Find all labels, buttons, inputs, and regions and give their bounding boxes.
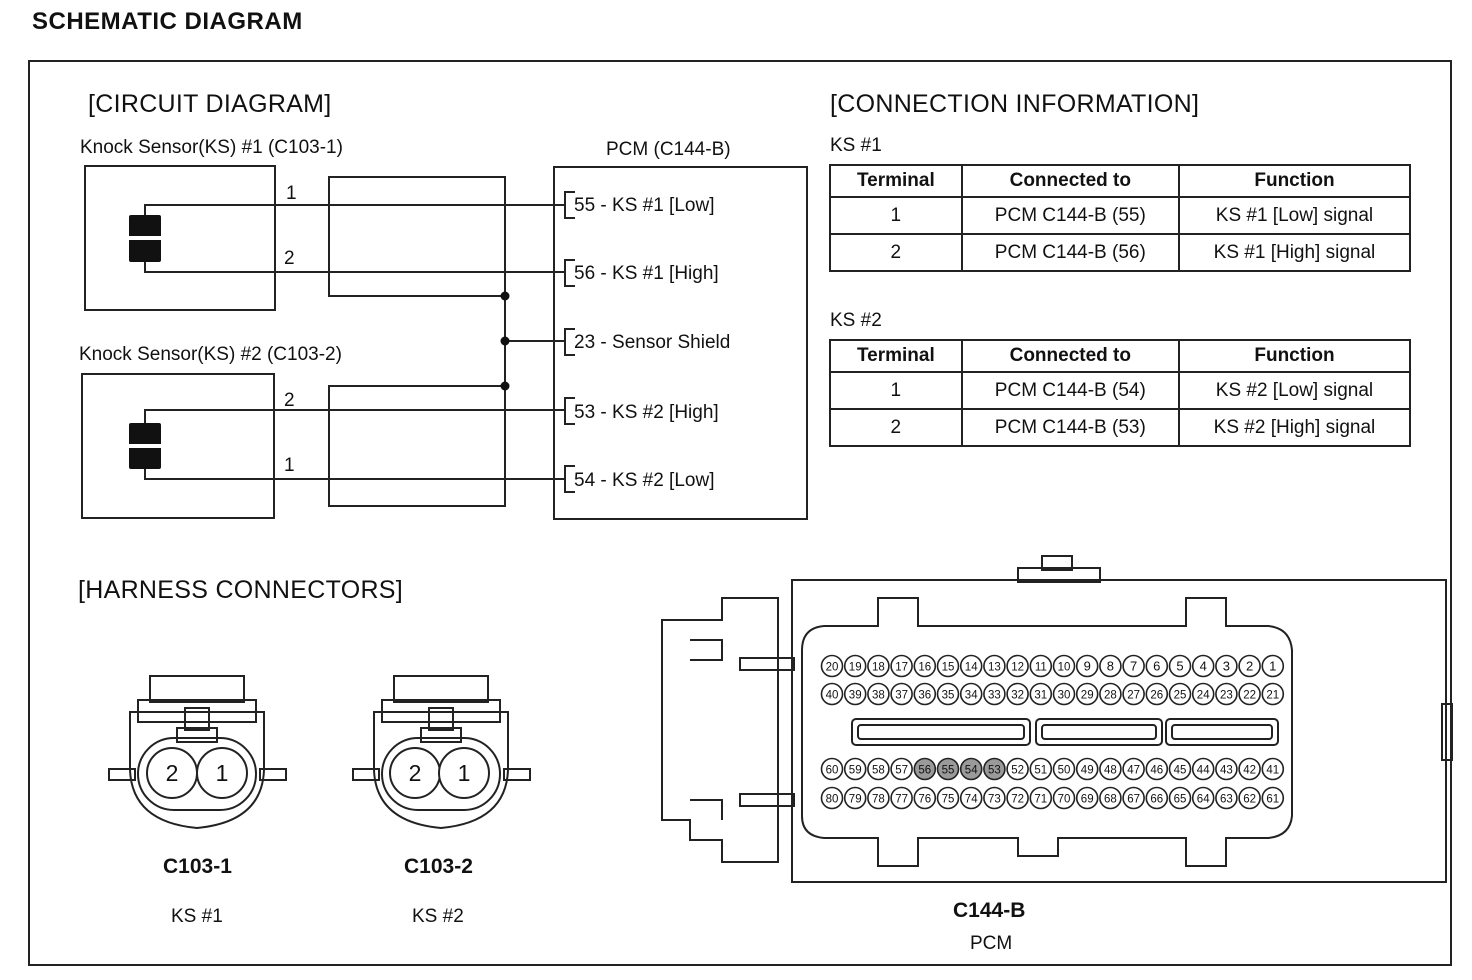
pcm-pin-53-label: 53 - KS #2 [High] bbox=[574, 402, 719, 423]
table-cell: PCM C144-B (55) bbox=[960, 196, 1180, 235]
table-cell: KS #2 [Low] signal bbox=[1177, 371, 1412, 410]
c103-2-desc: KS #2 bbox=[412, 906, 464, 927]
table-header-row: Terminal Connected to Function bbox=[829, 339, 1412, 373]
pcm-pin-23-label: 23 - Sensor Shield bbox=[574, 332, 731, 353]
diagram-frame bbox=[28, 60, 1452, 966]
table-cell: 2 bbox=[829, 408, 963, 447]
table-row: 2 PCM C144-B (56) KS #1 [High] signal bbox=[829, 233, 1412, 272]
c103-1-name: C103-1 bbox=[163, 855, 232, 878]
table-header-cell: Terminal bbox=[829, 339, 963, 373]
ks2-pin-2: 2 bbox=[284, 390, 295, 411]
pcm-pin-56-label: 56 - KS #1 [High] bbox=[574, 263, 719, 284]
table-row: 1 PCM C144-B (54) KS #2 [Low] signal bbox=[829, 371, 1412, 410]
connection-info-heading: [CONNECTION INFORMATION] bbox=[830, 90, 1200, 118]
c144-b-name: C144-B bbox=[953, 899, 1026, 922]
pcm-label: PCM (C144-B) bbox=[606, 139, 731, 160]
page-title: SCHEMATIC DIAGRAM bbox=[32, 8, 303, 35]
c103-2-name: C103-2 bbox=[404, 855, 473, 878]
table-cell: KS #1 [Low] signal bbox=[1177, 196, 1412, 235]
table-cell: PCM C144-B (56) bbox=[960, 233, 1180, 272]
table-header-cell: Terminal bbox=[829, 164, 963, 198]
table-header-cell: Function bbox=[1177, 164, 1412, 198]
table-header-cell: Connected to bbox=[960, 339, 1180, 373]
ks2-connection-table: Terminal Connected to Function 1 PCM C14… bbox=[829, 339, 1412, 447]
table-cell: PCM C144-B (53) bbox=[960, 408, 1180, 447]
harness-connectors-heading: [HARNESS CONNECTORS] bbox=[78, 576, 404, 604]
pcm-pin-54-label: 54 - KS #2 [Low] bbox=[574, 470, 715, 491]
ks2-table-label: KS #2 bbox=[830, 310, 882, 331]
ks1-connection-table: Terminal Connected to Function 1 PCM C14… bbox=[829, 164, 1412, 272]
table-cell: KS #2 [High] signal bbox=[1177, 408, 1412, 447]
ks1-table-label: KS #1 bbox=[830, 135, 882, 156]
table-header-cell: Function bbox=[1177, 339, 1412, 373]
table-cell: KS #1 [High] signal bbox=[1177, 233, 1412, 272]
ks1-pin-2: 2 bbox=[284, 248, 295, 269]
ks1-sensor-label: Knock Sensor(KS) #1 (C103-1) bbox=[80, 137, 343, 158]
table-header-row: Terminal Connected to Function bbox=[829, 164, 1412, 198]
table-header-cell: Connected to bbox=[960, 164, 1180, 198]
table-cell: 2 bbox=[829, 233, 963, 272]
pcm-pin-55-label: 55 - KS #1 [Low] bbox=[574, 195, 715, 216]
table-cell: 1 bbox=[829, 371, 963, 410]
table-cell: PCM C144-B (54) bbox=[960, 371, 1180, 410]
table-row: 2 PCM C144-B (53) KS #2 [High] signal bbox=[829, 408, 1412, 447]
ks2-sensor-label: Knock Sensor(KS) #2 (C103-2) bbox=[79, 344, 342, 365]
c103-1-desc: KS #1 bbox=[171, 906, 223, 927]
ks1-pin-1: 1 bbox=[286, 183, 297, 204]
circuit-diagram-heading: [CIRCUIT DIAGRAM] bbox=[88, 90, 332, 118]
c144-b-desc: PCM bbox=[970, 933, 1013, 954]
table-row: 1 PCM C144-B (55) KS #1 [Low] signal bbox=[829, 196, 1412, 235]
table-cell: 1 bbox=[829, 196, 963, 235]
ks2-pin-1: 1 bbox=[284, 455, 295, 476]
